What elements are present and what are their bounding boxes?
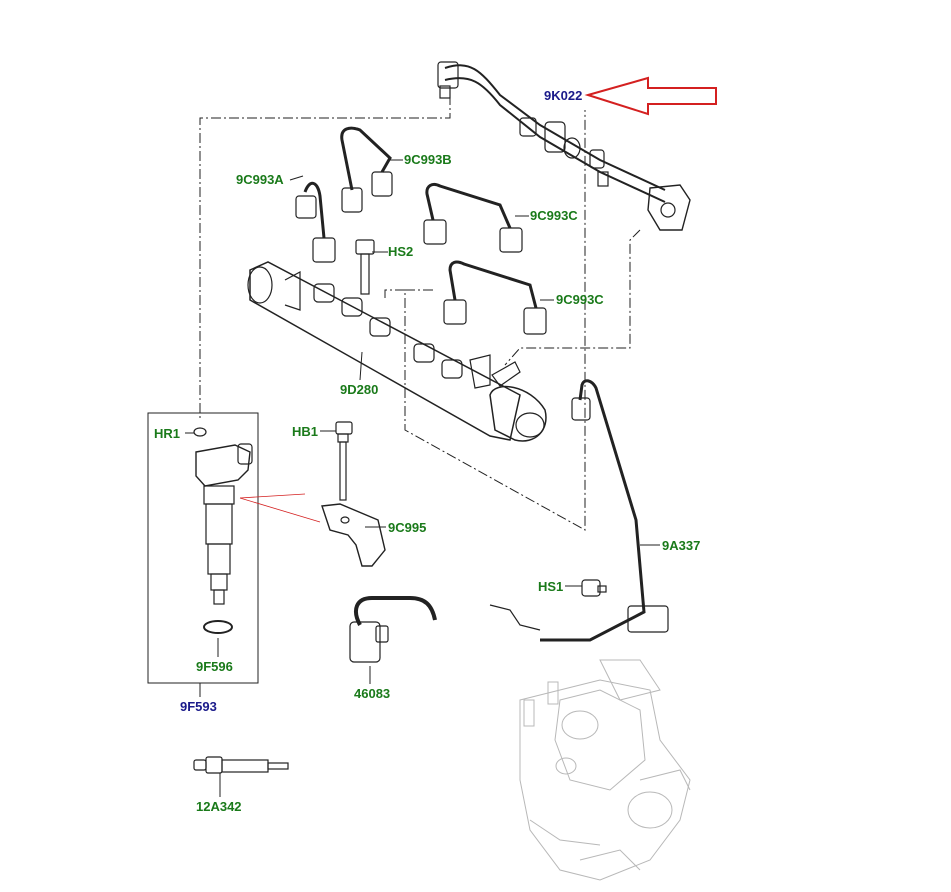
pipe-9c993c-upper — [423, 182, 523, 253]
pipe-9a337 — [489, 379, 669, 642]
label-hs1: HS1 — [538, 579, 564, 594]
bolt-hb1 — [335, 421, 353, 501]
pipe-9c993b — [340, 126, 393, 213]
label-9c993b: 9C993B — [404, 152, 452, 167]
fuel-rail — [247, 261, 547, 442]
callout-arrow — [584, 76, 717, 116]
label-9d280: 9D280 — [340, 382, 379, 397]
bolt-hs2 — [355, 239, 375, 295]
label-46083: 46083 — [354, 686, 391, 701]
clamp-9c995 — [321, 503, 386, 567]
label-hr1: HR1 — [154, 426, 181, 441]
label-leaders — [185, 159, 660, 797]
injector-callout-lines — [239, 493, 321, 523]
label-9k022: 9K022 — [544, 88, 583, 103]
label-9f596: 9F596 — [196, 659, 233, 674]
label-9a337: 9A337 — [662, 538, 701, 553]
label-9c993c-lower: 9C993C — [556, 292, 604, 307]
glow-plug — [193, 756, 289, 774]
label-9c995: 9C995 — [388, 520, 427, 535]
sensor-46083 — [349, 596, 437, 663]
label-hb1: HB1 — [292, 424, 319, 439]
bolt-hs1 — [581, 579, 607, 597]
injector-box — [147, 412, 259, 684]
fuel-pump-ghost — [519, 659, 691, 881]
assembly-leader-lines — [199, 95, 641, 531]
label-hs2: HS2 — [388, 244, 414, 259]
label-9c993a: 9C993A — [236, 172, 284, 187]
label-12a342: 12A342 — [196, 799, 242, 814]
pipe-9c993c-lower — [443, 260, 547, 335]
pipe-9c993a — [295, 181, 336, 263]
fuel-return-line — [437, 61, 691, 231]
label-9f593: 9F593 — [180, 699, 217, 714]
label-9c993c-upper: 9C993C — [530, 208, 578, 223]
